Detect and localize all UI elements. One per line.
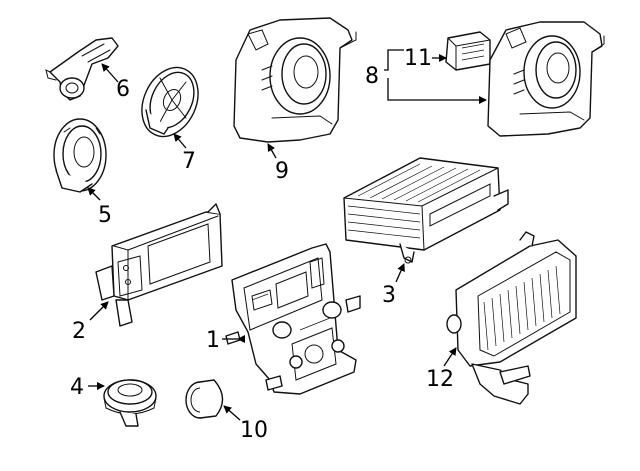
part-11-module xyxy=(445,31,491,71)
part-10-tweeter xyxy=(185,379,224,419)
leader-5 xyxy=(87,187,101,201)
part-9-subwoofer-enclosure xyxy=(233,17,357,143)
callout-5: 5 xyxy=(98,203,112,228)
callout-12: 12 xyxy=(426,367,454,392)
callout-7: 7 xyxy=(182,149,196,174)
leader-9 xyxy=(267,143,277,159)
part-5-speaker xyxy=(53,118,107,193)
part-4-speaker xyxy=(103,379,157,427)
leader-8-top xyxy=(384,49,404,71)
callout-6: 6 xyxy=(116,77,130,102)
callout-3: 3 xyxy=(382,283,396,308)
callout-9: 9 xyxy=(275,159,289,184)
leader-12 xyxy=(443,347,457,367)
callout-2: 2 xyxy=(72,319,86,344)
leader-3 xyxy=(395,263,405,283)
callout-1: 1 xyxy=(206,328,220,353)
part-2-display xyxy=(95,203,223,327)
leader-lines xyxy=(87,49,487,421)
part-1-control-panel xyxy=(225,243,361,395)
callout-10: 10 xyxy=(240,418,268,443)
part-6-tweeter-bracket xyxy=(45,37,119,101)
part-7-speaker xyxy=(141,66,199,138)
leader-6 xyxy=(101,63,119,83)
part-12-amplifier xyxy=(446,231,577,405)
callout-8: 8 xyxy=(365,64,379,89)
callout-11: 11 xyxy=(404,46,432,71)
callout-4: 4 xyxy=(70,375,84,400)
part-3-receiver xyxy=(343,157,509,264)
leader-8-bottom xyxy=(387,78,487,104)
leader-2 xyxy=(89,301,109,321)
part-8-subwoofer-enclosure xyxy=(487,21,605,137)
leader-10 xyxy=(223,405,241,421)
callout-labels: 1 2 3 4 5 6 7 8 9 10 11 12 xyxy=(70,46,454,443)
leader-7 xyxy=(173,133,187,149)
